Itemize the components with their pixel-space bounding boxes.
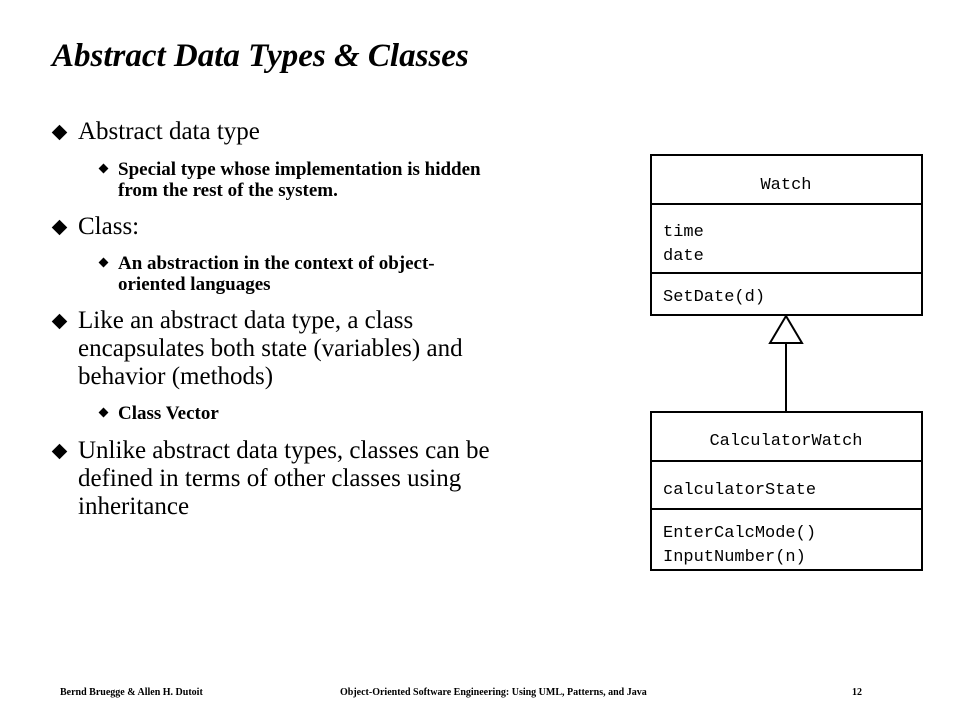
class-watch-name: Watch — [760, 176, 811, 195]
bullet-list: Abstract data type Special type whose im… — [48, 118, 638, 521]
bullet-line: behavior (methods) — [78, 363, 274, 390]
bullet-line: defined in terms of other classes using — [78, 465, 462, 492]
class-calculatorwatch-name: CalculatorWatch — [709, 432, 862, 451]
operation-inputnumber: InputNumber(n) — [663, 548, 806, 567]
sub-bullet-text: Class Vector — [118, 403, 219, 424]
operation-setdate: SetDate(d) — [663, 288, 765, 307]
class-watch-box — [650, 154, 923, 316]
inheritance-arrow — [768, 314, 804, 412]
bullet-abstract-data-type: Abstract data type — [48, 118, 638, 146]
class-watch: Watch time date SetDate(d) — [650, 154, 923, 316]
bullet-line: Unlike abstract data types, classes can … — [78, 437, 490, 464]
bullet-line: Like an abstract data type, a class — [78, 307, 414, 334]
operation-entercalcmode: EnterCalcMode() — [663, 524, 816, 543]
sub-bullet-line: oriented languages — [118, 274, 271, 295]
sub-bullet-special-type: Special type whose implementation is hid… — [48, 159, 638, 201]
bullet-line: inheritance — [78, 493, 190, 520]
attribute-time: time — [663, 223, 704, 242]
sub-bullet-line: from the rest of the system. — [118, 180, 338, 201]
footer-authors: Bernd Bruegge & Allen H. Dutoit — [60, 687, 203, 698]
bullet-inheritance: Unlike abstract data types, classes can … — [48, 437, 638, 521]
bullet-encapsulation: Like an abstract data type, a class enca… — [48, 307, 638, 391]
sub-bullet-class-vector: Class Vector — [48, 403, 638, 424]
sub-bullet-line: Special type whose implementation is hid… — [118, 159, 481, 180]
class-calculatorwatch: CalculatorWatch calculatorState EnterCal… — [650, 411, 923, 571]
sub-bullet-abstraction: An abstraction in the context of object-… — [48, 253, 638, 295]
sub-bullet-line: An abstraction in the context of object- — [118, 253, 435, 274]
bullet-text: Class: — [78, 213, 140, 240]
bullet-class: Class: — [48, 213, 638, 241]
bullet-line: encapsulates both state (variables) and — [78, 335, 463, 362]
class-calculatorwatch-box — [650, 411, 923, 571]
footer-page-number: 12 — [852, 687, 862, 698]
footer-book-title: Object-Oriented Software Engineering: Us… — [340, 687, 647, 698]
bullet-text: Abstract data type — [78, 118, 260, 145]
attribute-calculatorstate: calculatorState — [663, 481, 816, 500]
attribute-date: date — [663, 247, 704, 266]
slide-title: Abstract Data Types & Classes — [52, 38, 469, 74]
hollow-triangle-icon — [768, 314, 804, 344]
